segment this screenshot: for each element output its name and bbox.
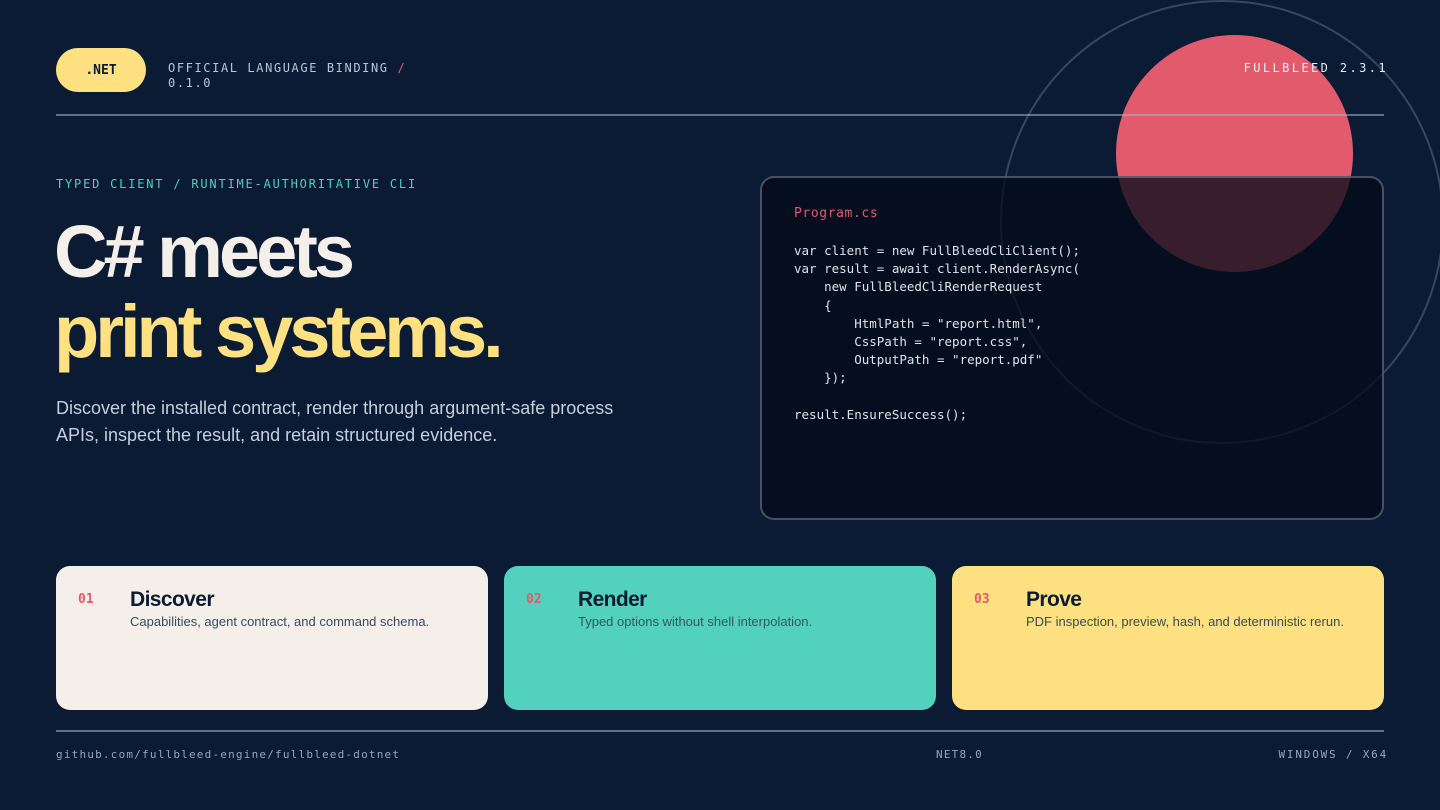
headline-line-2: print systems. <box>54 290 504 373</box>
card-number: 01 <box>78 592 94 607</box>
card-title: Prove <box>1026 588 1082 611</box>
code-line: CssPath = "report.css", <box>794 334 1028 350</box>
code-snippet: var client = new FullBleedCliClient(); v… <box>794 242 1080 424</box>
code-line: result.EnsureSuccess(); <box>794 406 968 422</box>
binding-text: OFFICIAL LANGUAGE BINDING <box>168 61 389 75</box>
headline-line-1: C# meets <box>54 210 355 293</box>
code-line: { <box>794 297 832 313</box>
card-description: PDF inspection, preview, hash, and deter… <box>1026 614 1344 629</box>
hero-description: Discover the installed contract, render … <box>56 398 614 445</box>
code-line: var client = new FullBleedCliClient(); <box>794 243 1080 258</box>
platform-label: WINDOWS / X64 <box>1278 748 1388 761</box>
card-number: 03 <box>974 592 990 607</box>
card-prove: 03 Prove PDF inspection, preview, hash, … <box>952 566 1384 710</box>
code-line: new FullBleedCliRenderRequest <box>794 279 1043 295</box>
binding-label: OFFICIAL LANGUAGE BINDING / 0.1.0 <box>168 61 428 91</box>
code-line: HtmlPath = "report.html", <box>794 315 1043 331</box>
code-line: }); <box>794 370 847 386</box>
dotnet-badge: .NET <box>56 48 146 92</box>
code-line: OutputPath = "report.pdf" <box>794 352 1043 368</box>
hero-headline: C# meets print systems. <box>54 210 504 373</box>
hero-eyebrow: TYPED CLIENT / RUNTIME-AUTHORITATIVE CLI <box>56 177 417 191</box>
binding-version: 0.1.0 <box>168 76 213 90</box>
footer-divider <box>56 730 1384 732</box>
product-version: FULLBLEED 2.3.1 <box>1243 61 1388 75</box>
card-description: Typed options without shell interpolatio… <box>578 614 813 629</box>
card-discover: 01 Discover Capabilities, agent contract… <box>56 566 488 710</box>
code-panel: Program.cs var client = new FullBleedCli… <box>760 176 1384 520</box>
card-title: Render <box>578 588 647 611</box>
card-number: 02 <box>526 592 542 607</box>
card-render: 02 Render Typed options without shell in… <box>504 566 936 710</box>
framework-label: NET8.0 <box>936 748 983 761</box>
code-filename: Program.cs <box>794 206 879 221</box>
card-description: Capabilities, agent contract, and comman… <box>130 614 430 629</box>
binding-separator: / <box>397 61 407 75</box>
code-line: var result = await client.RenderAsync( <box>794 261 1080 277</box>
card-title: Discover <box>130 588 215 611</box>
header-divider <box>56 114 1384 116</box>
repo-link[interactable]: github.com/fullbleed-engine/fullbleed-do… <box>56 748 401 761</box>
